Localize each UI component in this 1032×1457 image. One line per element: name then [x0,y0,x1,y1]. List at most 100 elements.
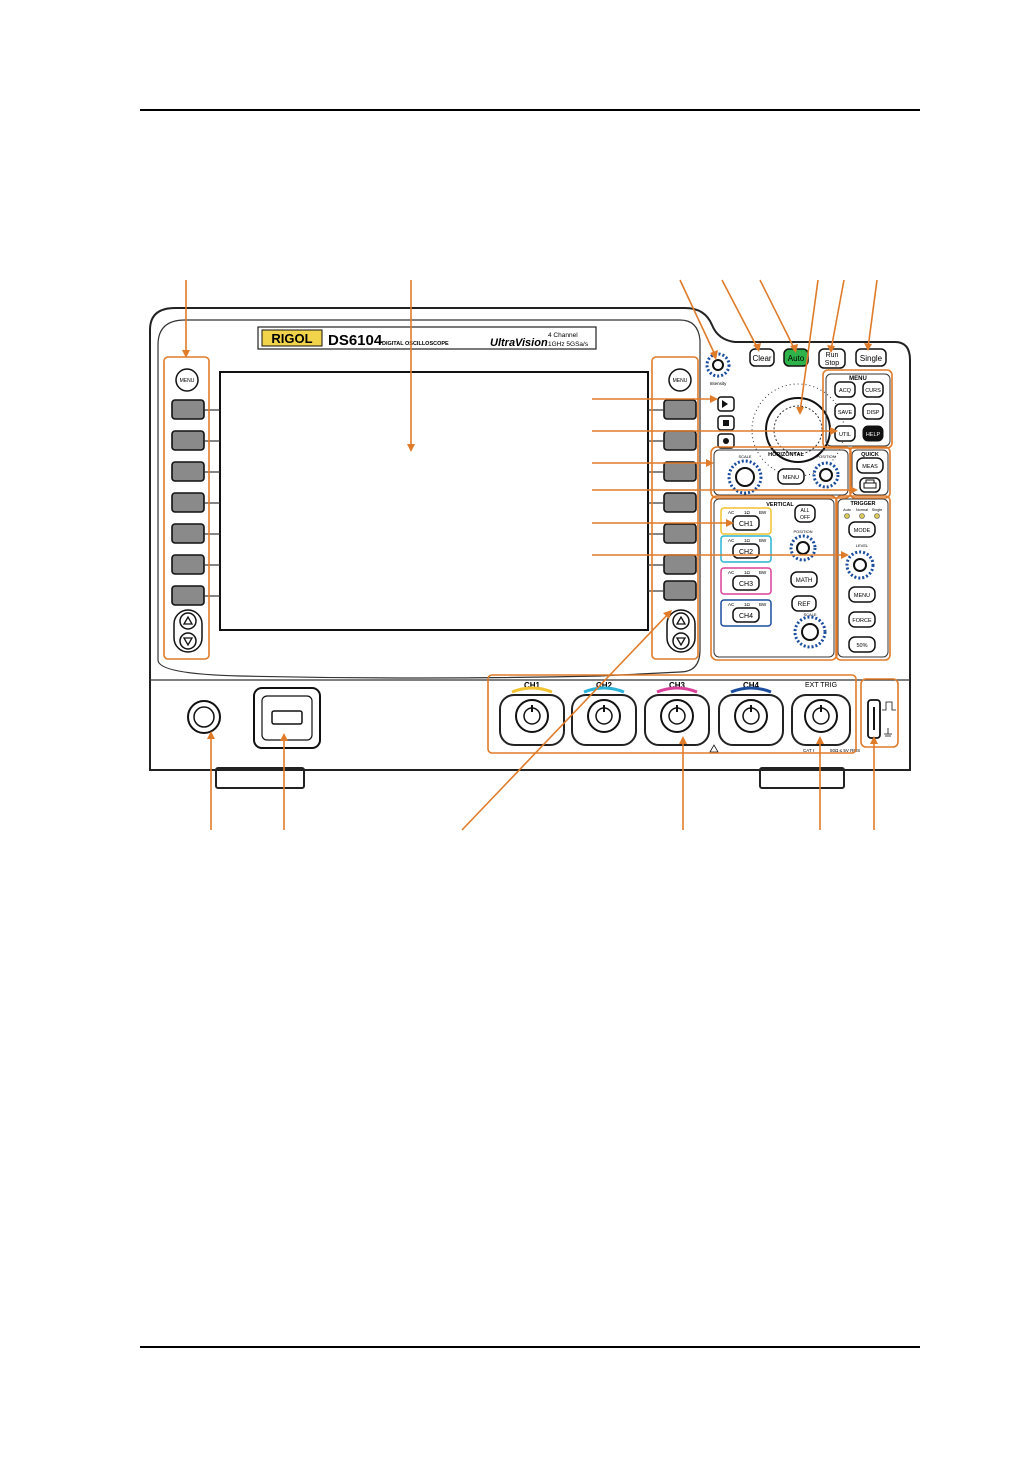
left-page-down-button[interactable] [179,632,197,650]
callout-box-right-softkeys [651,356,699,660]
vertical-scale-label: SCALE [803,612,816,617]
ref-button[interactable] [791,595,817,612]
left-softkey-6[interactable] [171,554,205,575]
curs-button[interactable] [862,381,884,398]
up-arrow-icon [675,615,687,625]
util-label: UTIL [839,432,851,438]
model-name: DS6104 [328,332,383,349]
ch1-color-band [511,686,553,694]
stop-label: Stop [825,360,840,367]
right-softkey-5[interactable] [663,523,697,544]
ch4-coupling-1ohm: 1Ω [744,602,751,607]
util-button[interactable] [834,425,856,442]
left-softkey-1[interactable] [171,399,205,420]
spec-bandwidth: 1GHz 5GSa/s [548,341,589,348]
intensity-label: Intensity [710,381,728,386]
left-foot [215,767,305,789]
trigger-menu-button[interactable] [848,586,876,603]
right-softkey-4[interactable] [663,492,697,513]
ch4-coupling-bw: BW [759,602,767,607]
quick-section-box [851,449,889,496]
right-softkey-7[interactable] [663,580,697,601]
clear-label: Clear [752,354,771,363]
left-menu-button[interactable] [175,368,199,392]
usb-icon [271,710,303,725]
all-off-button[interactable] [794,504,816,523]
left-softkey-5[interactable] [171,523,205,544]
single-label: Single [860,354,883,363]
force-label: FORCE [852,618,872,624]
ch4-group [720,599,772,627]
force-button[interactable] [848,611,876,628]
callout-box-quick [849,446,891,499]
trigger-level-label: LEVEL [856,543,869,548]
vertical-position-label: POSITION [793,529,812,534]
lcd-screen [219,371,649,631]
ch2-bnc-connector[interactable] [571,694,637,746]
right-softkey-1[interactable] [663,399,697,420]
disp-button[interactable] [862,403,884,420]
spec-channels: 4 Channel [548,332,578,339]
right-softkey-column: MENU [648,368,697,653]
ch1-bnc-connector[interactable] [499,694,565,746]
horizontal-menu-button[interactable] [777,468,805,485]
ch3-bnc-connector[interactable] [644,694,710,746]
ext-trig-bnc-connector[interactable] [791,694,851,746]
right-menu-label: MENU [673,378,688,384]
help-button[interactable] [862,425,884,442]
callout-arrowheads [182,343,878,744]
ch4-color-band [730,686,772,694]
ext-trig-label: EXT TRIG [805,682,837,689]
ch1-input-label: CH1 [524,681,541,690]
callout-box-probe-comp [860,678,899,748]
horizontal-position-label: POSITION [816,454,835,459]
trigger-label: TRIGGER [850,501,875,507]
ch4-button[interactable] [732,607,760,623]
single-button[interactable] [855,348,887,367]
menu-section-label: MENU [849,376,867,382]
right-softkey-6[interactable] [663,554,697,575]
left-page-up-button[interactable] [179,612,197,630]
ch2-label: CH2 [739,549,753,556]
meas-button[interactable] [856,457,884,474]
clear-button[interactable] [749,348,775,367]
vertical-section-box [713,498,835,658]
trigger-led-single [874,513,880,519]
ch3-button[interactable] [732,575,760,591]
leader-single [867,279,878,349]
mode-label: MODE [854,528,871,534]
help-label: HELP [866,432,881,438]
left-softkey-2[interactable] [171,430,205,451]
stop-icon [723,420,729,426]
trigger-led-normal-label: Normal [856,508,868,512]
right-menu-button[interactable] [668,368,692,392]
trigger-menu-label: MENU [854,593,870,599]
fifty-percent-button[interactable] [848,636,876,653]
ch4-bnc-connector[interactable] [718,694,784,746]
right-softkey-2[interactable] [663,430,697,451]
trigger-mode-button[interactable] [848,521,876,538]
power-button[interactable] [187,700,221,734]
up-arrow-icon [182,615,194,625]
usb-host-port [253,687,321,749]
left-softkey-7[interactable] [171,585,205,606]
acq-button[interactable] [834,381,856,398]
ch2-coupling-1ohm: 1Ω [744,538,751,543]
leader-clear [721,279,759,350]
math-button[interactable] [790,571,818,588]
printer-icon [863,479,877,489]
save-label: SAVE [838,410,853,416]
ch2-coupling-bw: BW [759,538,767,543]
save-button[interactable] [834,403,856,420]
right-foot [759,767,845,789]
horizontal-section-box [713,449,849,496]
right-page-up-button[interactable] [672,612,690,630]
right-page-down-button[interactable] [672,632,690,650]
right-softkey-3[interactable] [663,461,697,482]
disp-label: DISP [867,410,880,416]
left-softkey-3[interactable] [171,461,205,482]
ch1-group [720,507,772,535]
left-softkey-4[interactable] [171,492,205,513]
left-menu-label: MENU [180,378,195,384]
